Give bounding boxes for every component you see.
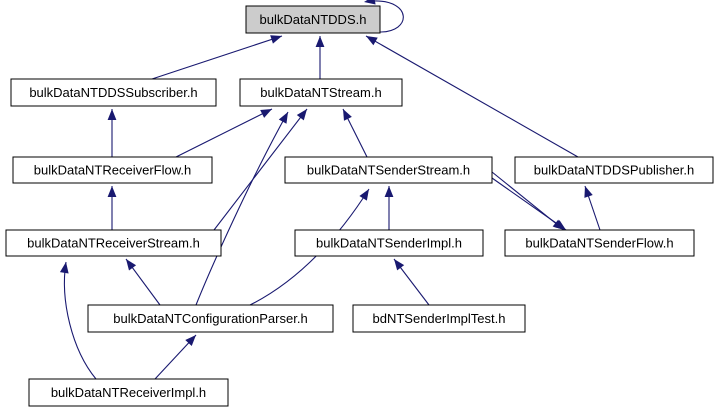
node-label: bulkDataNTDDSPublisher.h [534,162,694,177]
edge-ddspublisher-to-dds-arrowhead [366,36,378,46]
edge-receiverstream-to-receiverflow-arrowhead [107,186,117,197]
node-bulkdatantconfigurationparser-h[interactable]: bulkDataNTConfigurationParser.h [87,304,334,333]
node-box[interactable] [10,78,217,107]
node-box[interactable] [28,378,229,407]
node-label: bulkDataNTDDS.h [260,12,367,27]
node-label: bulkDataNTReceiverImpl.h [51,385,206,400]
edge-configparser-to-stream-arrowhead [278,112,288,124]
node-box[interactable] [5,229,222,257]
node-box[interactable] [352,304,526,333]
node-label: bulkDataNTSenderFlow.h [525,235,673,250]
node-layer: bulkDataNTDDS.h bulkDataNTDDSSubscriber.h… [5,5,714,407]
node-bulkdatantreceiverimpl-h[interactable]: bulkDataNTReceiverImpl.h [28,378,229,407]
edge-receiverimpl-to-receiverstream-arrowhead [59,262,69,274]
node-bulkdatantsenderflow-h[interactable]: bulkDataNTSenderFlow.h [504,229,695,257]
edge-receiverflow-to-stream-arrowhead [260,109,272,118]
edge-ddssubscriber-to-dds-arrowhead [270,35,282,44]
edge-ddspublisher-to-dds [365,35,579,158]
node-label: bulkDataNTReceiverStream.h [27,235,200,250]
node-box[interactable] [12,156,213,184]
edge-senderimpl-to-senderstream-arrowhead [384,186,394,197]
edge-configparser-to-senderstream-arrowhead [359,189,369,201]
edge-receiverstream-to-stream-arrowhead [296,109,307,121]
node-label: bulkDataNTReceiverFlow.h [34,162,192,177]
node-bulkdatantsenderstream-h[interactable]: bulkDataNTSenderStream.h [284,156,493,184]
edge-receiverimpl-to-receiverstream [63,261,97,380]
node-box[interactable] [284,156,493,184]
node-box[interactable] [294,229,484,257]
edge-receiverflow-to-ddssubscriber-arrowhead [107,109,117,120]
edge-configparser-to-receiverstream-arrowhead [126,259,137,271]
node-bdntsenderimpltest-h[interactable]: bdNTSenderImplTest.h [352,304,526,333]
node-label: bulkDataNTDDSSubscriber.h [29,85,197,100]
node-bulkdatantreceiverstream-h[interactable]: bulkDataNTReceiverStream.h [5,229,222,257]
node-label: bulkDataNTSenderImpl.h [316,235,462,250]
edge-stream-to-dds-arrowhead [315,36,325,47]
node-bulkdatantddspublisher-h[interactable]: bulkDataNTDDSPublisher.h [514,156,714,184]
edge-senderstream-to-senderflow [491,177,567,231]
node-bulkdatantsenderimpl-h[interactable]: bulkDataNTSenderImpl.h [294,229,484,257]
edge-senderstream-to-senderflow-arrowhead [554,220,566,230]
edge-layer [59,0,601,380]
node-bulkdatantstream-h[interactable]: bulkDataNTStream.h [239,78,403,107]
edge-receiverflow-to-stream [175,108,273,158]
edge-senderstream-to-stream-arrowhead [343,109,352,121]
node-label: bdNTSenderImplTest.h [373,311,506,326]
node-box[interactable] [87,304,334,333]
edge-dds-to-dds [373,0,404,33]
node-box[interactable] [514,156,714,184]
node-box[interactable] [239,78,403,107]
node-box[interactable] [245,5,381,34]
edge-receiverimpl-to-configparser-arrowhead [185,335,196,347]
node-bulkdatantddssubscriber-h[interactable]: bulkDataNTDDSSubscriber.h [10,78,217,107]
edge-ddssubscriber-to-dds [151,35,283,80]
edge-receiverstream-to-stream [213,108,308,231]
edge-dds-to-dds-arrowhead [364,0,376,5]
node-box[interactable] [504,229,695,257]
node-label: bulkDataNTSenderStream.h [307,162,470,177]
edge-sendertest-to-senderimpl-arrowhead [394,259,405,271]
edge-senderflow-to-ddspublisher-arrowhead [584,186,593,198]
node-label: bulkDataNTConfigurationParser.h [113,311,307,326]
node-bulkdatantdds-h[interactable]: bulkDataNTDDS.h [245,5,381,34]
node-label: bulkDataNTStream.h [260,85,381,100]
node-bulkdatantreceiverflow-h[interactable]: bulkDataNTReceiverFlow.h [12,156,213,184]
edge-configparser-to-stream [195,111,289,306]
